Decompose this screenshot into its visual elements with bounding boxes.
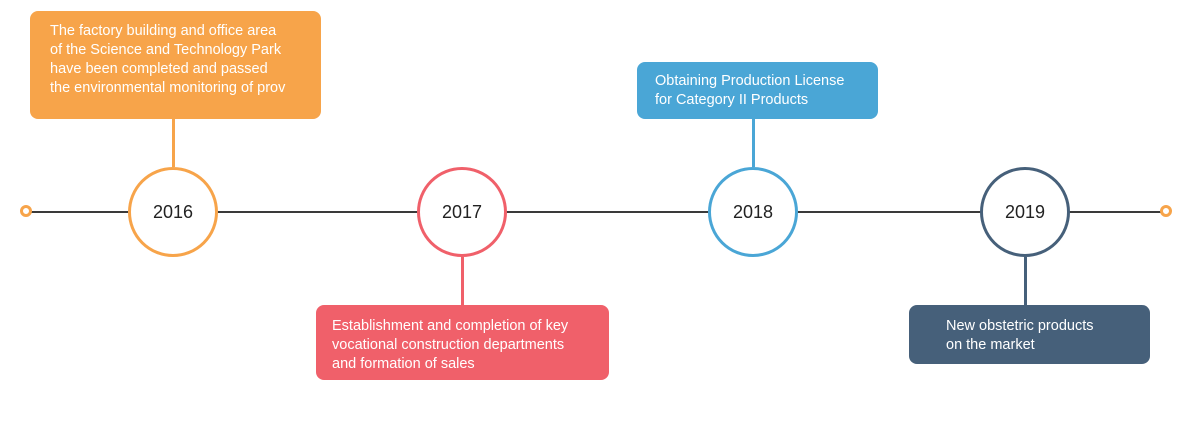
year-node-2019: 2019 — [980, 167, 1070, 257]
connector-2017 — [461, 257, 464, 305]
event-text-line: the environmental monitoring of prov — [50, 80, 286, 96]
timeline-start-dot — [20, 205, 32, 217]
event-text-line: Obtaining Production License — [655, 73, 845, 89]
year-node-2016: 2016 — [128, 167, 218, 257]
connector-2019 — [1024, 257, 1027, 305]
year-node-2017: 2017 — [417, 167, 507, 257]
year-label: 2018 — [732, 201, 774, 222]
year-label: 2017 — [441, 201, 483, 222]
event-text-line: and formation of sales — [332, 356, 475, 372]
event-text-line: on the market — [946, 337, 1035, 353]
event-text-line: Establishment and completion of key — [332, 318, 569, 334]
event-text-line: of the Science and Technology Park — [50, 42, 282, 58]
year-node-2018: 2018 — [708, 167, 798, 257]
event-card-2018: Obtaining Production License for Categor… — [637, 62, 878, 119]
event-card-2017: Establishment and completion of key voca… — [316, 305, 609, 380]
timeline-axis — [30, 211, 1170, 213]
year-label: 2016 — [152, 201, 194, 222]
connector-2018 — [752, 119, 755, 167]
event-card-2016: The factory building and office area of … — [30, 11, 321, 119]
event-text-line: New obstetric products — [946, 318, 1094, 334]
event-text-line: for Category II Products — [655, 92, 809, 108]
year-label: 2019 — [1004, 201, 1046, 222]
event-text-line: The factory building and office area — [50, 23, 277, 39]
event-text-line: have been completed and passed — [50, 61, 268, 77]
event-text-line: vocational construction departments — [332, 337, 565, 353]
event-card-2019: New obstetric products on the market — [909, 305, 1150, 364]
timeline-end-dot — [1160, 205, 1172, 217]
connector-2016 — [172, 118, 175, 167]
